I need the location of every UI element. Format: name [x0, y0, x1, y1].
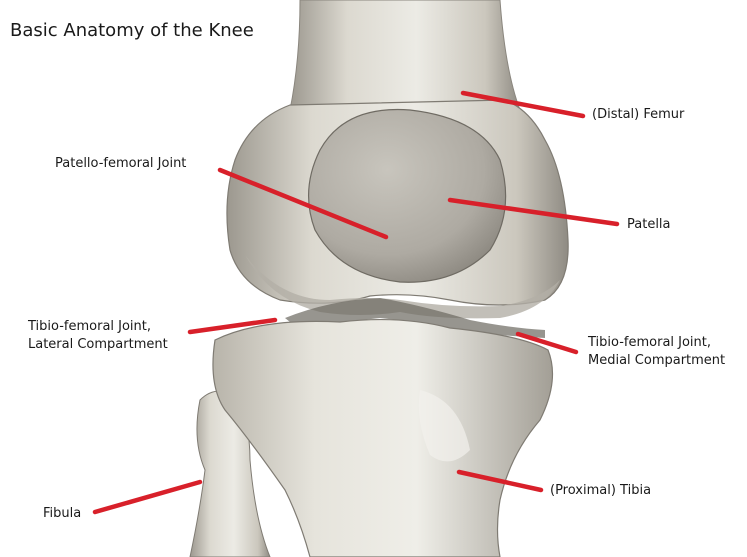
label-tf-lateral-line2: Lateral Compartment	[28, 336, 168, 354]
label-tf-medial-line1: Tibio-femoral Joint,	[588, 334, 725, 352]
label-fibula: Fibula	[43, 505, 81, 523]
label-tf-medial: Tibio-femoral Joint, Medial Compartment	[588, 334, 725, 370]
label-patello-femoral-joint: Patello-femoral Joint	[55, 155, 186, 173]
patella-shape	[309, 110, 506, 283]
tibia-shape	[213, 320, 553, 557]
label-distal-femur: (Distal) Femur	[592, 106, 684, 124]
label-tf-medial-line2: Medial Compartment	[588, 352, 725, 370]
label-tf-lateral-line1: Tibio-femoral Joint,	[28, 318, 168, 336]
femur-shaft	[290, 0, 520, 110]
diagram-title: Basic Anatomy of the Knee	[10, 20, 254, 41]
leader-fibula	[95, 482, 200, 512]
label-tf-lateral: Tibio-femoral Joint, Lateral Compartment	[28, 318, 168, 354]
label-patella: Patella	[627, 216, 671, 234]
label-proximal-tibia: (Proximal) Tibia	[550, 482, 651, 500]
